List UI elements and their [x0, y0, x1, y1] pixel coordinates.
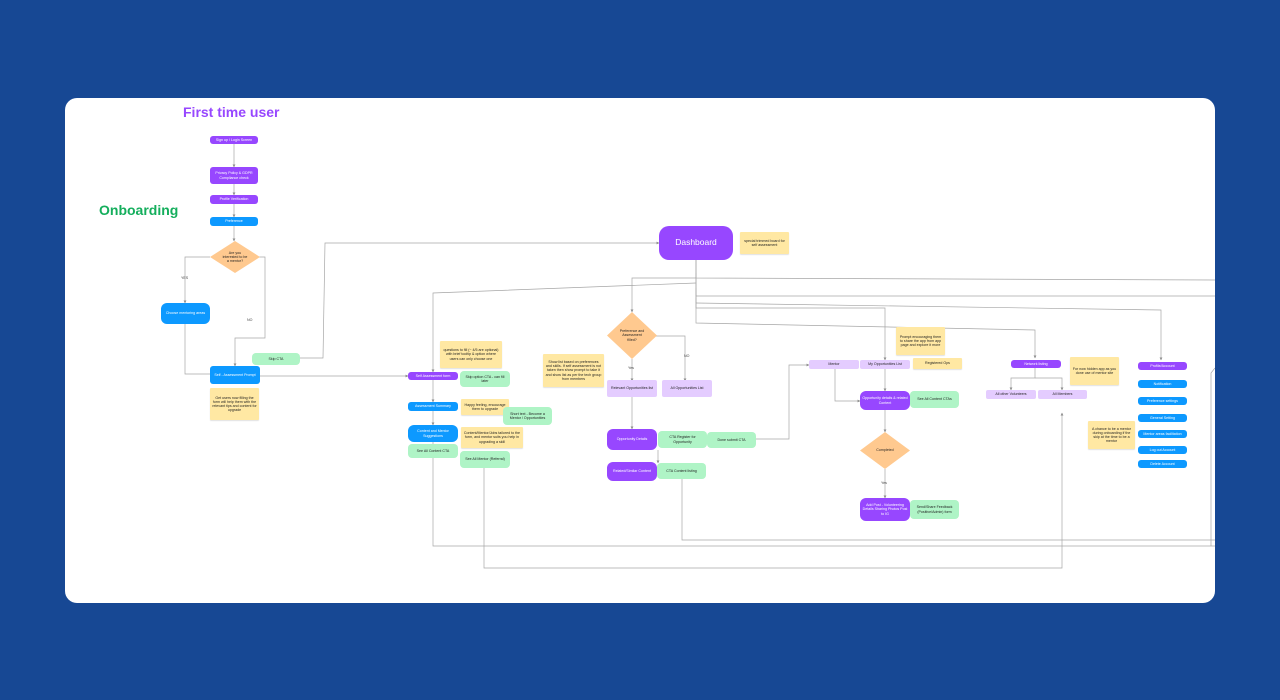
connector-lines: [183, 144, 1215, 569]
note-happy: Happy feeling, encourage them to upgrade: [461, 399, 509, 415]
heading-onboarding: Onboarding: [99, 202, 179, 218]
node-done-submit[interactable]: Done submit CTA: [707, 432, 756, 448]
note-questions: questions to fill (~ 4/5 are optional) w…: [440, 341, 502, 368]
node-notification[interactable]: Notification: [1138, 380, 1187, 388]
node-cta-content-listing[interactable]: CTA Content listing: [657, 463, 706, 479]
decision-completed[interactable]: Completed: [860, 432, 910, 469]
node-delete-account[interactable]: Delete Account: [1138, 460, 1187, 468]
decision-are-you-mentor[interactable]: Are you interested to be a mentor?: [210, 241, 260, 273]
node-all-members[interactable]: All Members: [1038, 390, 1087, 399]
note-prompt-share: Prompt encouraging them to share the app…: [896, 327, 945, 355]
note-dashboard: special trimmed board for self assessmen…: [740, 232, 789, 254]
node-mentor-areas[interactable]: Mentor areas facilitation: [1138, 430, 1187, 438]
note-network: For now hidden app as you done use of me…: [1070, 357, 1119, 385]
node-general-setting[interactable]: General Setting: [1138, 414, 1187, 422]
node-see-all-content-cta[interactable]: See All Content CTA: [408, 444, 458, 458]
node-dashboard[interactable]: Dashboard: [659, 226, 733, 260]
node-network-listing[interactable]: Network listing: [1011, 360, 1061, 368]
decision-completed-text: Completed: [876, 448, 894, 453]
node-self-assessment-prompt[interactable]: Self - Assessment Prompt: [210, 366, 260, 384]
node-assessment-summary[interactable]: Assessment Summary: [408, 402, 458, 411]
decision-are-you-mentor-text: Are you interested to be a mentor?: [222, 250, 248, 264]
decision-preference-assessment-text: Preference and Assessment filled?: [619, 329, 645, 342]
note-self-assessment: Get users now filling the form will help…: [210, 388, 259, 420]
node-all-opportunities[interactable]: All Opportunities List: [662, 380, 712, 397]
node-add-post[interactable]: Add Post - Volunteering Details Sharing …: [860, 498, 910, 521]
note-content-mentor-jobs: Content/Mentor/Jobs tailored to the form…: [461, 427, 523, 448]
node-related-content[interactable]: Related/Similar Content: [607, 462, 657, 481]
node-all-other-volunteers[interactable]: All other Volunteers: [986, 390, 1036, 399]
node-cta-register[interactable]: CTA Register for Opportunity: [658, 431, 707, 448]
edge-label-no: NO: [247, 318, 253, 322]
edge-label-yes-completed: Yes: [881, 481, 887, 485]
node-see-all-mentor[interactable]: See All Mentor (Referral): [460, 451, 510, 468]
node-see-all-content-ctas[interactable]: See All Content CTAs: [910, 391, 959, 408]
node-skip-cta[interactable]: Skip CTA: [252, 353, 300, 365]
decision-preference-assessment[interactable]: Preference and Assessment filled?: [607, 312, 657, 359]
note-show-list: Show list based on preferences and skill…: [543, 354, 604, 387]
edge-label-yes-mid: Yes: [628, 366, 634, 370]
edge-label-no-mid: NO: [684, 354, 690, 358]
node-profile-account[interactable]: Profile/Account: [1138, 362, 1187, 370]
node-relevant-opportunities[interactable]: Relevant Opportunities list: [607, 380, 657, 397]
node-short-text[interactable]: Short text - Become a Mentor / Opportuni…: [503, 407, 552, 425]
node-self-assessment-form[interactable]: Self Assessment form: [408, 372, 458, 380]
node-my-opportunities[interactable]: My Opportunities List: [860, 360, 910, 369]
node-skip-fill-later[interactable]: Skip option CTA - can fill later: [460, 371, 510, 387]
node-preference[interactable]: Preference: [210, 217, 258, 226]
node-opportunity-details-related[interactable]: Opportunity details & related Content: [860, 391, 910, 410]
node-registered-ops[interactable]: Registered Ops: [913, 358, 962, 369]
node-opportunity-details[interactable]: Opportunity Details: [607, 429, 657, 450]
node-choose-mentoring[interactable]: Choose mentoring areas: [161, 303, 210, 324]
node-profile-verification[interactable]: Profile Verification: [210, 195, 258, 204]
node-signup[interactable]: Sign up / Login Screen: [210, 136, 258, 144]
node-privacy[interactable]: Privacy Policy & GDPR Compliance check: [210, 167, 258, 184]
heading-first-time-user: First time user: [183, 104, 280, 120]
node-preference-settings[interactable]: Preference settings: [1138, 397, 1187, 405]
node-content-suggestions[interactable]: Content and Mentor Suggestions: [408, 425, 458, 442]
node-mentor[interactable]: Mentor: [809, 360, 859, 369]
edge-label-yes: YES: [181, 276, 189, 280]
node-share-feedback[interactable]: Send/Share Feedback (Positive/Admin) for…: [910, 500, 959, 519]
note-profile-mentor-chance: A chance to be a mentor during onboardin…: [1088, 421, 1135, 449]
flow-board: First time user Onboarding Sign up / Log…: [65, 98, 1215, 603]
node-log-out[interactable]: Log out Account: [1138, 446, 1187, 454]
